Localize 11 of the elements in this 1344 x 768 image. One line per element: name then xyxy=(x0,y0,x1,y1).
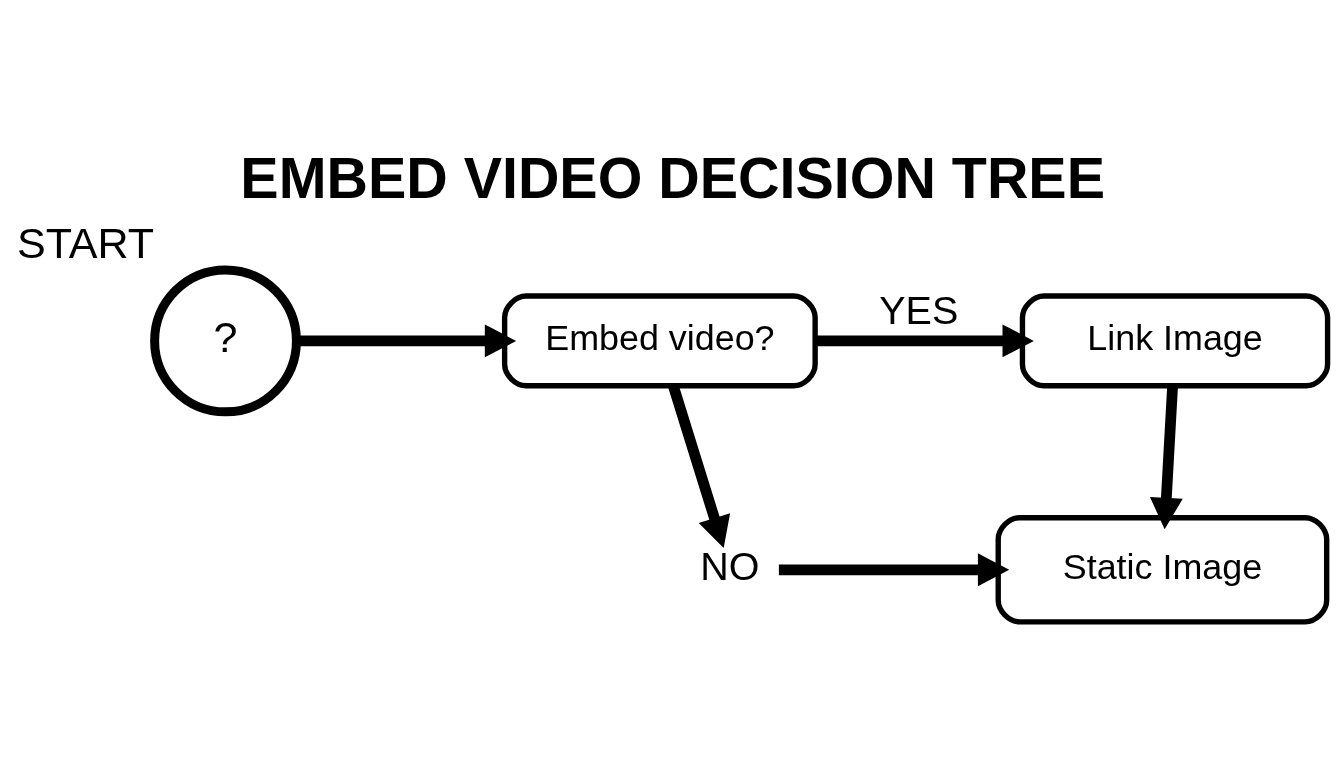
diagram-title: EMBED VIDEO DECISION TREE xyxy=(240,145,1105,210)
node-box: Static Image xyxy=(995,515,1330,625)
node-box: Embed video? xyxy=(501,293,818,389)
node-box: Link Image xyxy=(1019,293,1331,389)
node-text: NO xyxy=(700,543,760,588)
arrow xyxy=(1149,385,1183,530)
arrow xyxy=(815,324,1034,358)
edge-label: YES xyxy=(879,288,959,333)
arrow xyxy=(778,553,1010,587)
node-label: START xyxy=(16,218,155,267)
node-circle: ? xyxy=(150,265,301,417)
